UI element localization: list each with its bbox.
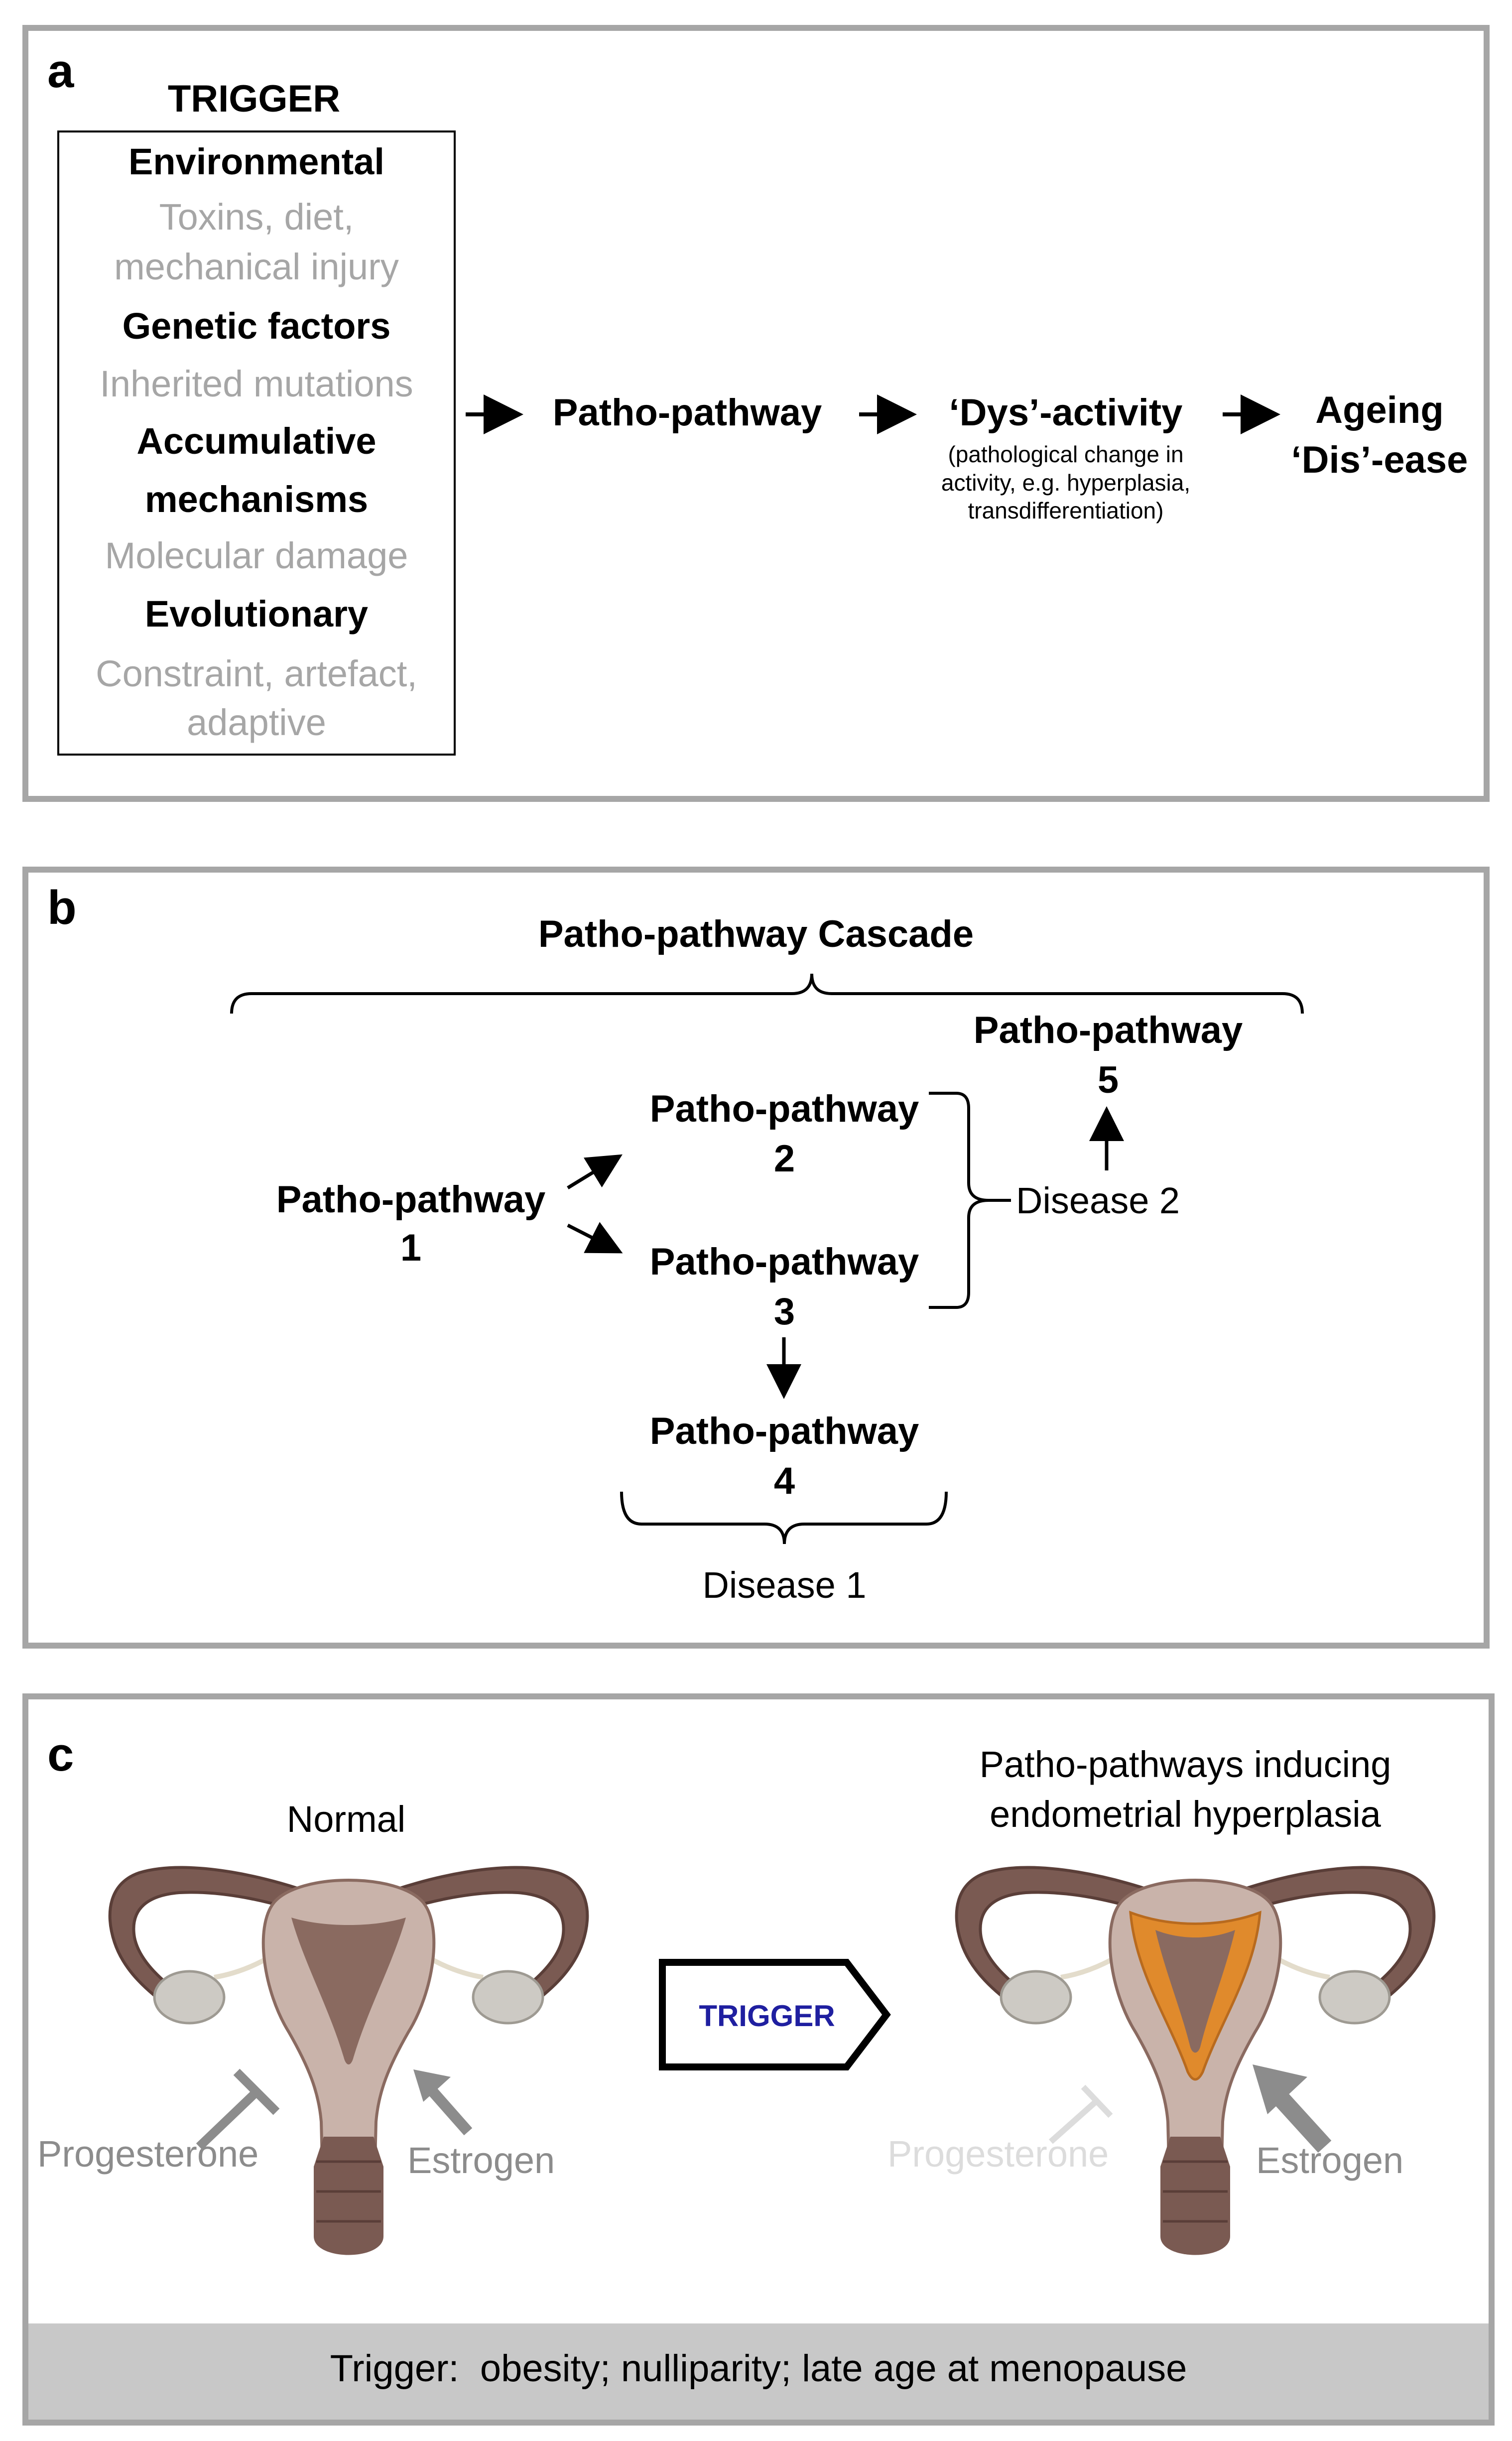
estrogen-strong-shaft	[1268, 2085, 1332, 2153]
progesterone-label-normal: Progesterone	[37, 2133, 259, 2175]
normal-title: Normal	[286, 1799, 406, 1840]
factor-environmental-detail-2: mechanical injury	[114, 246, 399, 287]
factor-genetic-detail: Inherited mutations	[100, 363, 413, 404]
trigger-factors-box	[57, 130, 456, 756]
trigger-arrow-shape[interactable]	[657, 1957, 896, 2072]
factor-accumulative-detail: Molecular damage	[105, 535, 408, 576]
flow-dys-note-1: (pathological change in	[948, 441, 1184, 467]
factor-evolutionary-title: Evolutionary	[144, 593, 369, 635]
factor-evolutionary-detail-1: Constraint, artefact,	[96, 653, 417, 694]
node-4-name: Patho-pathway	[649, 1410, 919, 1452]
estrogen-arrowhead	[413, 2069, 451, 2102]
flow-dys-note-2: activity, e.g. hyperplasia,	[941, 470, 1191, 496]
factor-evolutionary-detail-2: adaptive	[187, 702, 326, 743]
factor-environmental-title: Environmental	[128, 141, 384, 182]
node-1-num: 1	[400, 1227, 422, 1269]
flow-dys-activity: ‘Dys’-activity	[949, 391, 1183, 434]
flow-ageing-1: Ageing	[1315, 389, 1444, 431]
progesterone-label-hyper: Progesterone	[887, 2133, 1109, 2175]
flow-arrows-a	[466, 394, 1280, 434]
trigger-heading: TRIGGER	[167, 78, 341, 120]
estrogen-arrow-shaft	[426, 2085, 473, 2136]
right-ovary	[472, 1970, 544, 2025]
progesterone-weak-bar	[1081, 2084, 1113, 2118]
uterus-hyperplasia-illustration	[955, 1866, 1436, 2255]
node-1-name: Patho-pathway	[276, 1178, 546, 1221]
trigger-footer-bar	[28, 2323, 1489, 2420]
panel-b-label: b	[47, 881, 77, 934]
disease-1-label: Disease 1	[702, 1564, 867, 1606]
factor-accumulative-title-1: Accumulative	[136, 420, 377, 462]
disease-2-label: Disease 2	[1016, 1180, 1180, 1221]
factor-environmental-detail-1: Toxins, diet,	[159, 196, 354, 238]
progesterone-weak-line	[1049, 2099, 1098, 2144]
node-3-name: Patho-pathway	[649, 1241, 919, 1283]
estrogen-label-normal: Estrogen	[407, 2140, 555, 2181]
progesterone-inhibit-bar	[233, 2068, 280, 2115]
estrogen-label-hyper: Estrogen	[1256, 2140, 1404, 2181]
arrow-1-to-2	[567, 1154, 623, 1189]
hyper-title-2: endometrial hyperplasia	[990, 1794, 1381, 1835]
disease1-brace	[620, 1491, 948, 1544]
panel-c-label: c	[47, 1728, 74, 1781]
endometrium-normal	[291, 1918, 406, 2064]
hyper-title-1: Patho-pathways inducing	[979, 1744, 1391, 1785]
hormones-normal	[196, 2068, 473, 2150]
factor-genetic-title: Genetic factors	[122, 305, 391, 347]
left-ovary	[153, 1970, 226, 2025]
node-5-name: Patho-pathway	[973, 1009, 1243, 1051]
cascade-title: Patho-pathway Cascade	[538, 913, 974, 955]
disease2-bracket	[929, 1092, 1011, 1309]
node-2-name: Patho-pathway	[649, 1088, 919, 1130]
panel-b	[22, 867, 1490, 1649]
arrow-1-to-3	[567, 1222, 623, 1254]
trigger-footer-text: Trigger: obesity; nulliparity; late age …	[330, 2347, 1187, 2390]
cascade-connectors	[230, 973, 1304, 1544]
flow-ageing-2: ‘Dis’-ease	[1291, 439, 1468, 481]
estrogen-strong-arrowhead	[1253, 2064, 1307, 2114]
flow-dys-note-3: transdifferentiation)	[968, 498, 1164, 523]
uterus-normal-illustration	[108, 1866, 589, 2255]
hormones-hyperplasia	[1049, 2064, 1332, 2153]
cascade-top-brace	[230, 973, 1304, 1014]
trigger-arrow-label: TRIGGER	[699, 1999, 835, 2033]
node-4-num: 4	[773, 1460, 795, 1502]
cervix	[314, 2137, 383, 2255]
node-3-num: 3	[773, 1290, 795, 1333]
panel-a-label: a	[47, 44, 74, 98]
node-5-num: 5	[1097, 1059, 1119, 1101]
factor-accumulative-title-2: mechanisms	[144, 479, 369, 520]
node-2-num: 2	[773, 1138, 795, 1180]
progesterone-inhibit-line	[196, 2088, 260, 2150]
flow-patho-pathway: Patho-pathway	[552, 391, 822, 434]
